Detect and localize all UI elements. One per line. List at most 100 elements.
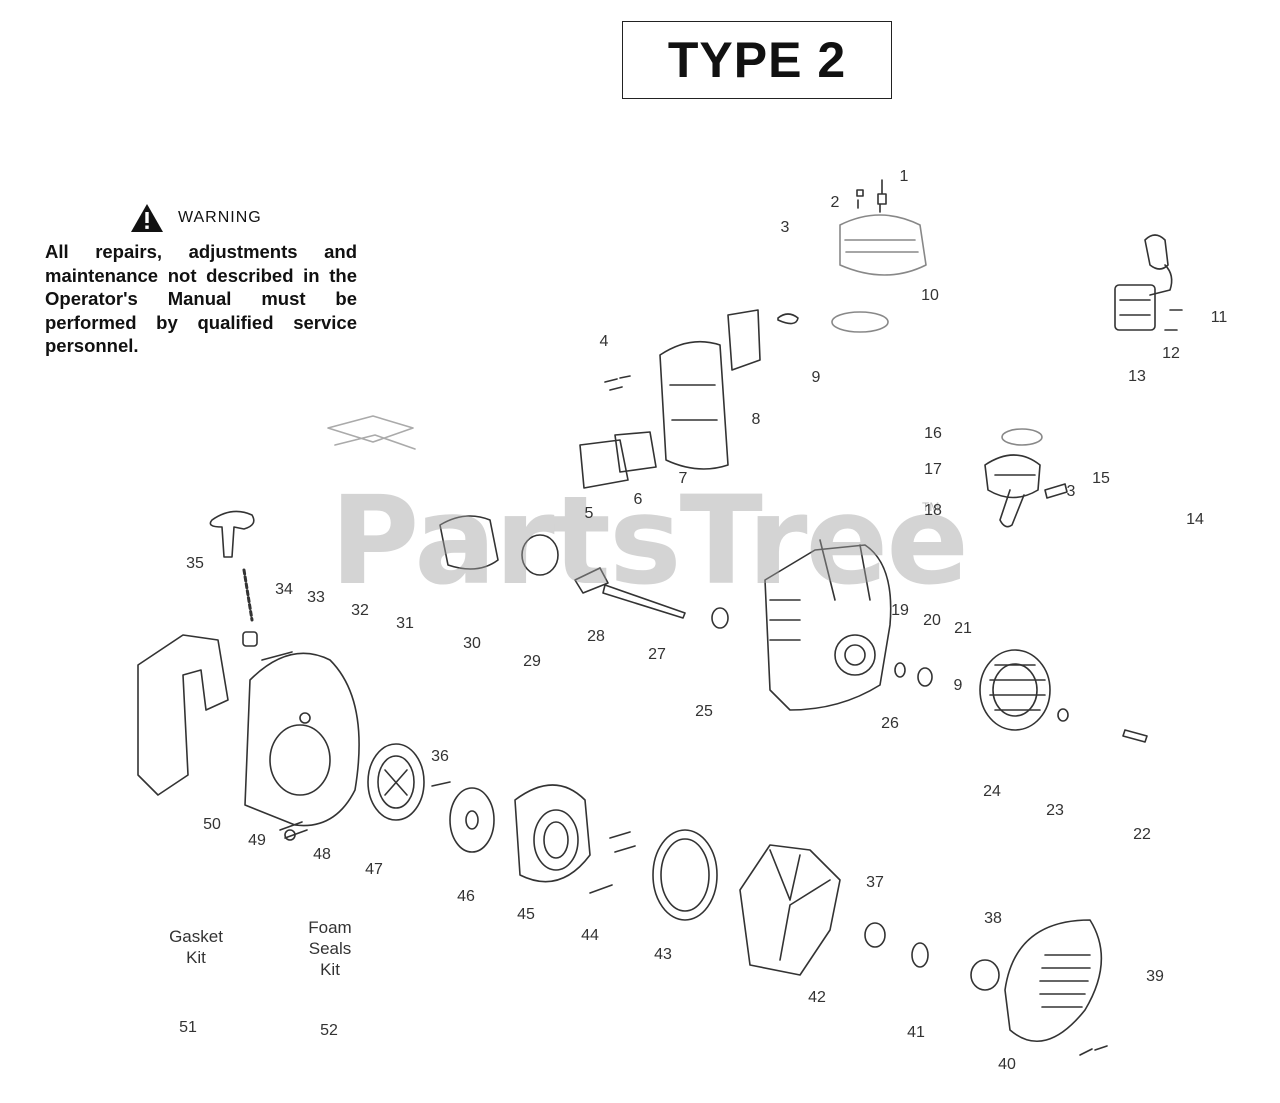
callout-35: 35 bbox=[186, 555, 204, 572]
callout-44: 44 bbox=[581, 927, 599, 944]
callout-45: 45 bbox=[517, 906, 535, 923]
callout-4: 4 bbox=[599, 333, 609, 350]
part-faint-bracket bbox=[327, 415, 416, 450]
callout-11: 11 bbox=[1210, 309, 1228, 326]
part-flywheel bbox=[979, 649, 1069, 731]
part-intake bbox=[439, 515, 559, 576]
callout-33: 33 bbox=[307, 589, 325, 606]
callout-34: 34 bbox=[275, 581, 293, 598]
callout-10: 10 bbox=[921, 287, 939, 304]
watermark-tm: TM bbox=[922, 500, 940, 514]
part-screw-48 bbox=[279, 821, 308, 839]
callout-8: 8 bbox=[751, 411, 761, 428]
gasket-kit-line2: Kit bbox=[186, 948, 206, 967]
part-washer-46-hole bbox=[465, 810, 479, 830]
callout-3b: 3 bbox=[1066, 483, 1076, 500]
callout-17: 17 bbox=[924, 461, 942, 478]
part-starter-handle bbox=[209, 510, 258, 647]
callout-27: 27 bbox=[648, 646, 666, 663]
callout-43: 43 bbox=[654, 946, 672, 963]
callout-21: 21 bbox=[954, 620, 972, 637]
callout-15: 15 bbox=[1092, 470, 1110, 487]
foam-seals-kit-label: Foam Seals Kit bbox=[308, 917, 351, 980]
callout-7: 7 bbox=[678, 470, 688, 487]
foam-kit-line3: Kit bbox=[320, 960, 340, 979]
part-crankshaft bbox=[574, 567, 729, 629]
part-fan-42 bbox=[739, 844, 841, 976]
callout-20: 20 bbox=[923, 612, 941, 629]
callout-5: 5 bbox=[584, 505, 594, 522]
gasket-kit-line1: Gasket bbox=[169, 927, 223, 946]
callout-29: 29 bbox=[523, 653, 541, 670]
part-muffler-cover bbox=[659, 340, 729, 470]
warning-triangle-icon bbox=[131, 204, 163, 232]
callout-52: 52 bbox=[320, 1022, 338, 1039]
callout-16: 16 bbox=[924, 425, 942, 442]
callout-40: 40 bbox=[998, 1056, 1016, 1073]
callout-28: 28 bbox=[587, 628, 605, 645]
part-gasket-9 bbox=[777, 313, 799, 325]
foam-kit-line1: Foam bbox=[308, 918, 352, 937]
callout-18: 18 bbox=[924, 502, 942, 519]
part-screw-36 bbox=[431, 781, 451, 787]
callout-19: 19 bbox=[891, 602, 909, 619]
callout-3: 3 bbox=[780, 219, 790, 236]
part-washer-41 bbox=[911, 942, 929, 968]
callout-14: 14 bbox=[1186, 511, 1204, 528]
callout-23: 23 bbox=[1046, 802, 1064, 819]
foam-kit-line2: Seals bbox=[308, 939, 352, 958]
part-crankcase bbox=[764, 539, 892, 711]
part-housing bbox=[244, 651, 360, 841]
callout-48: 48 bbox=[313, 846, 331, 863]
callout-36: 36 bbox=[431, 748, 449, 765]
part-heat-shield bbox=[727, 309, 761, 371]
callout-26: 26 bbox=[881, 715, 899, 732]
part-screws-44 bbox=[589, 831, 636, 894]
warning-title: WARNING bbox=[178, 209, 262, 226]
callout-24: 24 bbox=[983, 783, 1001, 800]
callout-22: 22 bbox=[1133, 826, 1151, 843]
gasket-kit-label: Gasket Kit bbox=[169, 926, 223, 968]
type-label: TYPE 2 bbox=[667, 32, 847, 88]
callout-9: 9 bbox=[811, 369, 821, 386]
part-handle-50 bbox=[137, 634, 229, 796]
callout-32: 32 bbox=[351, 602, 369, 619]
callout-41: 41 bbox=[907, 1024, 925, 1041]
callout-12: 12 bbox=[1162, 345, 1180, 362]
part-spark-plug bbox=[877, 179, 887, 213]
part-seal-26a bbox=[894, 662, 906, 678]
warning-text: All repairs, adjustments and maintenance… bbox=[45, 241, 357, 356]
part-muffler-screws bbox=[604, 375, 631, 391]
part-washer-46 bbox=[449, 787, 495, 853]
part-spring-housing bbox=[514, 784, 591, 883]
callout-13: 13 bbox=[1128, 368, 1146, 385]
callout-1: 1 bbox=[899, 168, 909, 185]
part-piston bbox=[984, 428, 1068, 528]
part-muffler-body bbox=[579, 431, 657, 489]
callout-50: 50 bbox=[203, 816, 221, 833]
callout-51: 51 bbox=[179, 1019, 197, 1036]
callout-37: 37 bbox=[866, 874, 884, 891]
callout-6: 6 bbox=[633, 491, 643, 508]
callout-39: 39 bbox=[1146, 968, 1164, 985]
part-ignition-module bbox=[1114, 234, 1183, 331]
callout-31: 31 bbox=[396, 615, 414, 632]
part-pulley bbox=[367, 743, 425, 821]
type-label-box: TYPE 2 bbox=[622, 21, 892, 99]
callout-46: 46 bbox=[457, 888, 475, 905]
part-clutch-43 bbox=[652, 829, 718, 921]
callout-38: 38 bbox=[984, 910, 1002, 927]
part-cylinder bbox=[831, 214, 927, 333]
part-seal-26b bbox=[917, 667, 933, 687]
callout-2: 2 bbox=[830, 194, 840, 211]
callout-47: 47 bbox=[365, 861, 383, 878]
callout-9b: 9 bbox=[953, 677, 963, 694]
callout-30: 30 bbox=[463, 635, 481, 652]
part-nut-37 bbox=[864, 922, 886, 948]
part-fan-cover bbox=[970, 919, 1108, 1056]
callout-25: 25 bbox=[695, 703, 713, 720]
callout-42: 42 bbox=[808, 989, 826, 1006]
part-nut bbox=[856, 189, 864, 209]
part-key-22 bbox=[1122, 729, 1148, 743]
